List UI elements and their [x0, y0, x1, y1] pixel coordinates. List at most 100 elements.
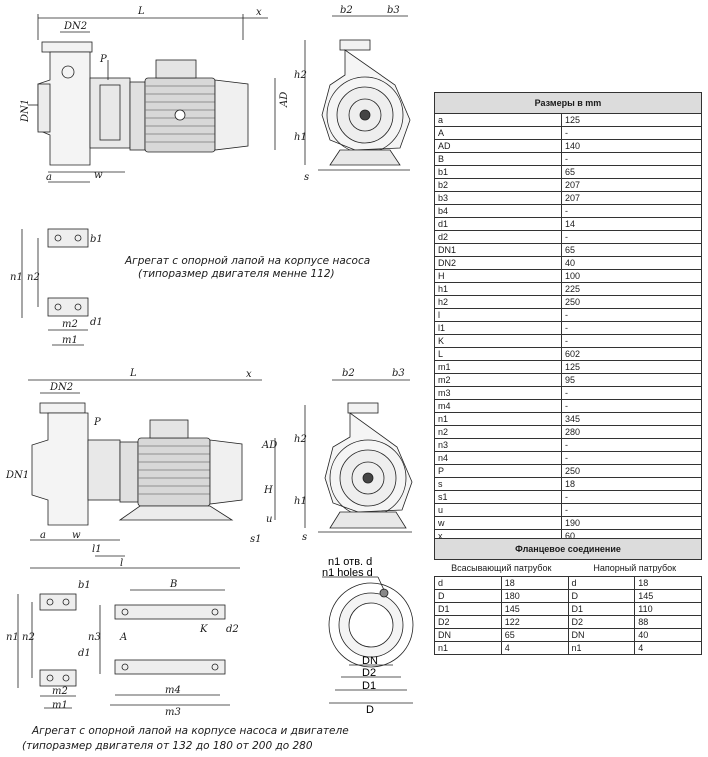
- flange-cell: 4: [500, 641, 569, 655]
- flange-cell: D: [434, 589, 502, 603]
- dim-s1-bottom: s1: [250, 534, 262, 545]
- dim-h2-bottom: h2: [294, 434, 307, 445]
- dim-m1-bottom: m1: [52, 700, 68, 711]
- foot-detail-top: [21, 228, 89, 346]
- flange-cell: D2: [567, 615, 636, 629]
- dim-s-bottom: s: [302, 532, 307, 543]
- flange-cell: d: [567, 576, 636, 590]
- dim-n2-bottom: n2: [22, 632, 35, 643]
- flange-cell: 4: [634, 641, 702, 655]
- dimensions-row: u-: [434, 503, 702, 517]
- dim-m1-top: m1: [62, 335, 78, 346]
- dimension-key: n2: [434, 425, 562, 439]
- dimension-value: 207: [561, 191, 702, 205]
- dim-w-bottom: w: [72, 530, 81, 541]
- dim-DN1-top: DN1: [20, 99, 31, 123]
- dim-m4: m4: [165, 685, 181, 696]
- dimension-key: m3: [434, 386, 562, 400]
- dimension-key: A: [434, 126, 562, 140]
- flange-cell: n1: [567, 641, 636, 655]
- dimension-value: 125: [561, 113, 702, 127]
- dimension-key: AD: [434, 139, 562, 153]
- dim-m2-bottom: m2: [52, 686, 68, 697]
- dim-b1-bottom: b1: [78, 580, 91, 591]
- dimension-key: a: [434, 113, 562, 127]
- flange-cell: 18: [500, 576, 569, 590]
- dimension-value: 18: [561, 477, 702, 491]
- dimension-key: m4: [434, 399, 562, 413]
- dimension-value: 190: [561, 516, 702, 530]
- dimension-key: b3: [434, 191, 562, 205]
- flange-cell: 18: [634, 576, 702, 590]
- dimension-key: l1: [434, 321, 562, 335]
- dimension-value: -: [561, 438, 702, 452]
- dimension-key: DN1: [434, 243, 562, 257]
- dim-P-bottom: P: [93, 417, 101, 428]
- dimensions-row: n3-: [434, 438, 702, 452]
- dim-b2-bottom: b2: [342, 368, 355, 379]
- dimension-key: n3: [434, 438, 562, 452]
- dimension-value: -: [561, 126, 702, 140]
- flange-cell: 180: [500, 589, 569, 603]
- dimension-value: 225: [561, 282, 702, 296]
- dimension-key: d1: [434, 217, 562, 231]
- dimensions-row: m3-: [434, 386, 702, 400]
- dimension-value: -: [561, 334, 702, 348]
- dimension-key: u: [434, 503, 562, 517]
- dim-h2-top: h2: [294, 70, 307, 81]
- flange-DN: DN: [362, 655, 378, 667]
- dimension-value: 40: [561, 256, 702, 270]
- dimension-value: 95: [561, 373, 702, 387]
- flange-D1: D1: [362, 680, 376, 692]
- dimension-key: b4: [434, 204, 562, 218]
- dim-n1-top: n1: [10, 272, 23, 283]
- dimensions-table-title: Размеры в mm: [434, 92, 702, 114]
- dim-DN1-bottom: DN1: [5, 470, 29, 481]
- flange-D: D: [366, 704, 374, 716]
- dimensions-row: d2-: [434, 230, 702, 244]
- dimension-value: 65: [561, 243, 702, 257]
- dim-m2-top: m2: [62, 319, 78, 330]
- dimension-key: b2: [434, 178, 562, 192]
- dimension-key: w: [434, 516, 562, 530]
- dimension-value: 602: [561, 347, 702, 361]
- dimension-value: 140: [561, 139, 702, 153]
- dimension-key: n4: [434, 451, 562, 465]
- dim-b3-top: b3: [387, 5, 400, 16]
- dimension-key: n1: [434, 412, 562, 426]
- flange-holes-en: n1 holes d: [322, 567, 373, 579]
- dimensions-row: s1-: [434, 490, 702, 504]
- dimension-value: -: [561, 308, 702, 322]
- dim-a-bottom: a: [40, 530, 46, 541]
- dimensions-row: B-: [434, 152, 702, 166]
- flange-cell: 145: [634, 589, 702, 603]
- dimension-value: -: [561, 503, 702, 517]
- dim-a-top: a: [46, 172, 52, 183]
- dimension-value: -: [561, 321, 702, 335]
- caption-bottom-line1: Агрегат с опорной лапой на корпусе насос…: [31, 725, 349, 737]
- flange-cell: D: [567, 589, 636, 603]
- dim-B: B: [169, 579, 177, 590]
- pump-end-view-bottom: [304, 379, 413, 533]
- dim-L-bottom: L: [129, 368, 137, 379]
- dimension-value: 65: [561, 165, 702, 179]
- dim-w-top: w: [94, 170, 103, 181]
- dim-x-bottom: x: [246, 369, 252, 380]
- dimension-value: 250: [561, 464, 702, 478]
- dimension-value: -: [561, 204, 702, 218]
- dim-h1-bottom: h1: [294, 496, 307, 507]
